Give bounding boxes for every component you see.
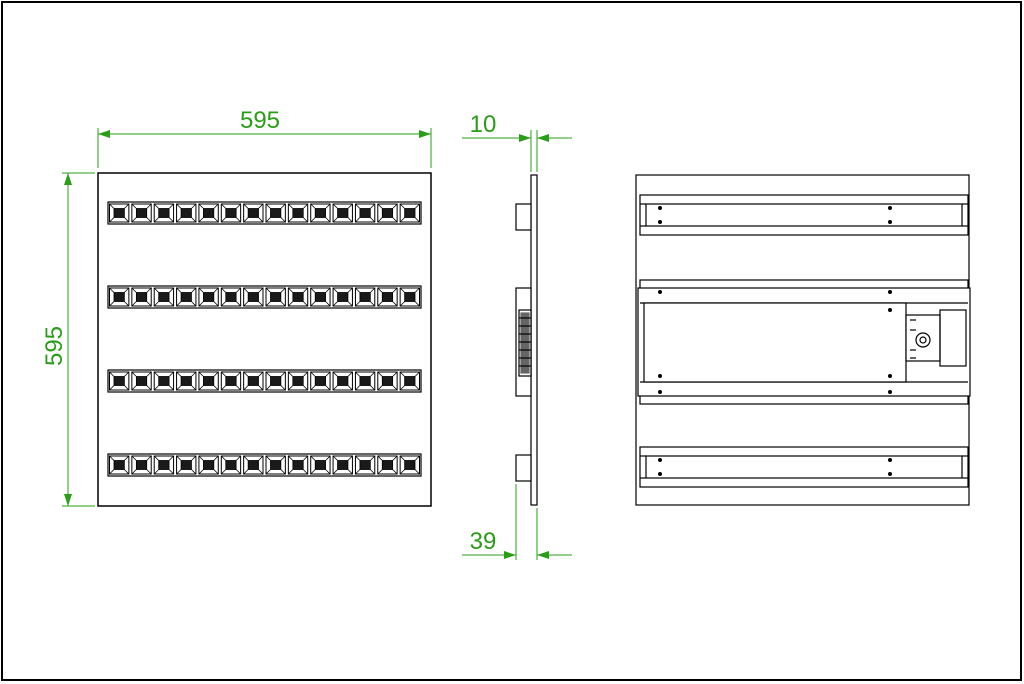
louver-cell <box>265 455 286 475</box>
side-bracket-bottom <box>515 454 532 482</box>
louver-cell <box>153 203 175 223</box>
louver-cell <box>198 455 219 475</box>
louver-cell <box>109 203 130 223</box>
louver-cell <box>310 203 331 223</box>
louver-cell <box>287 371 309 391</box>
louver-cell <box>109 455 130 475</box>
thickness-dimension-label: 10 <box>470 111 497 138</box>
depth-dimension-label: 39 <box>470 528 497 555</box>
width-dimension-label: 595 <box>240 107 280 134</box>
width-dimension: 595 <box>97 107 432 168</box>
height-dimension: 595 <box>41 172 95 507</box>
louver-cell <box>354 203 376 223</box>
louver-cell <box>354 455 376 475</box>
louver-row <box>107 201 422 225</box>
louver-row <box>107 453 422 477</box>
back-rail-middle <box>637 279 971 405</box>
louver-row <box>107 285 422 309</box>
back-rail-top <box>639 194 969 236</box>
louver-cell <box>287 455 309 475</box>
louver-cell <box>220 371 242 391</box>
height-dimension-label: 595 <box>41 326 68 366</box>
louver-cell <box>131 455 152 475</box>
louver-cell <box>243 371 264 391</box>
louver-cell <box>377 455 398 475</box>
back-driver-box <box>643 302 907 383</box>
louver-cell <box>131 371 152 391</box>
louver-cell <box>243 455 264 475</box>
louver-cell <box>332 455 353 475</box>
louver-cell <box>399 287 420 307</box>
louver-cell <box>265 287 286 307</box>
louver-cell <box>176 371 197 391</box>
louver-cell <box>399 455 420 475</box>
louver-cell <box>243 203 264 223</box>
louver-cell <box>310 455 331 475</box>
louver-cell <box>131 203 152 223</box>
louver-cell <box>354 287 376 307</box>
louver-cell <box>198 203 219 223</box>
louver-cell <box>265 371 286 391</box>
louver-cell <box>153 371 175 391</box>
front-view <box>97 172 432 507</box>
louver-cell <box>198 287 219 307</box>
louver-rows <box>107 201 422 477</box>
depth-dimension: 39 <box>462 484 572 560</box>
louver-cell <box>377 287 398 307</box>
louver-cell <box>377 203 398 223</box>
louver-cell <box>153 287 175 307</box>
side-view <box>515 174 538 506</box>
front-panel-outline <box>97 172 432 507</box>
louver-cell <box>220 287 242 307</box>
louver-cell <box>399 203 420 223</box>
louver-cell <box>198 371 219 391</box>
louver-cell <box>265 203 286 223</box>
louver-cell <box>176 287 197 307</box>
side-bracket-top <box>515 203 532 231</box>
back-rail-bottom <box>639 446 969 488</box>
back-view <box>635 174 971 506</box>
louver-cell <box>332 287 353 307</box>
louver-cell <box>399 371 420 391</box>
louver-cell <box>287 203 309 223</box>
louver-cell <box>287 287 309 307</box>
louver-cell <box>310 371 331 391</box>
louver-cell <box>220 455 242 475</box>
louver-row <box>107 369 422 393</box>
louver-cell <box>176 203 197 223</box>
louver-cell <box>176 455 197 475</box>
louver-cell <box>109 371 130 391</box>
thickness-dimension: 10 <box>462 111 572 172</box>
louver-cell <box>377 371 398 391</box>
louver-cell <box>354 371 376 391</box>
louver-cell <box>310 287 331 307</box>
louver-cell <box>131 287 152 307</box>
louver-cell <box>243 287 264 307</box>
louver-cell <box>220 203 242 223</box>
side-panel <box>530 174 538 506</box>
louver-cell <box>332 371 353 391</box>
louver-cell <box>153 455 175 475</box>
louver-cell <box>109 287 130 307</box>
louver-cell <box>332 203 353 223</box>
